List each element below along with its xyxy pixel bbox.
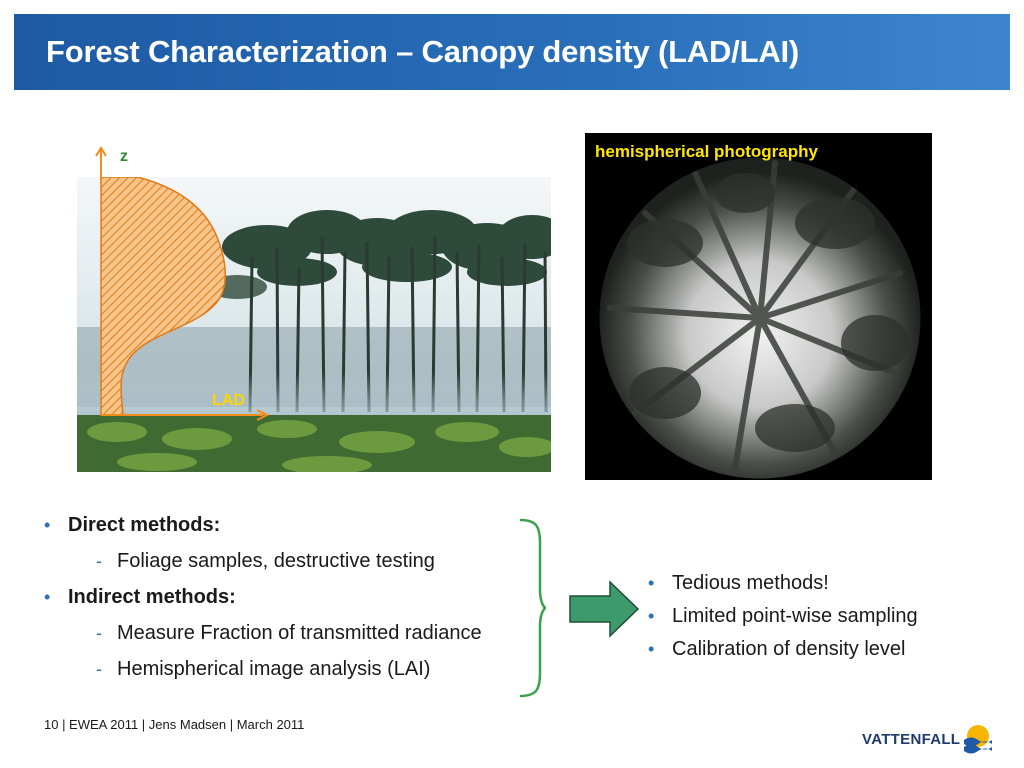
list-item-direct-methods: • Direct methods: bbox=[40, 510, 540, 546]
methods-list: • Direct methods: - Foliage samples, des… bbox=[40, 510, 540, 690]
list-item-text: Tedious methods! bbox=[672, 572, 829, 594]
list-item-calibration: • Calibration of density level bbox=[648, 634, 1008, 667]
list-item-transmitted-radiance: - Measure Fraction of transmitted radian… bbox=[40, 618, 540, 654]
bullet-dash: - bbox=[96, 623, 102, 643]
list-item-tedious: • Tedious methods! bbox=[648, 568, 1008, 601]
hemispherical-illustration bbox=[596, 154, 924, 480]
forest-photo bbox=[77, 177, 551, 472]
lad-axis-label: LAD bbox=[212, 392, 245, 409]
list-item-text: Foliage samples, destructive testing bbox=[117, 550, 435, 572]
list-item-text: Limited point-wise sampling bbox=[672, 605, 918, 627]
bullet-dot: • bbox=[648, 606, 655, 626]
bullet-dot: • bbox=[44, 515, 51, 535]
list-item-foliage-samples: - Foliage samples, destructive testing bbox=[40, 546, 540, 582]
list-item-text: Calibration of density level bbox=[672, 638, 906, 660]
list-item-text: Indirect methods: bbox=[68, 586, 236, 608]
bullet-dot: • bbox=[648, 639, 655, 659]
bullet-dash: - bbox=[96, 551, 102, 571]
forest-illustration bbox=[77, 177, 551, 472]
logo-text: VATTENFALL bbox=[862, 731, 961, 748]
list-item-text: Hemispherical image analysis (LAI) bbox=[117, 658, 431, 680]
z-axis-label: z bbox=[120, 148, 128, 165]
right-arrow-icon bbox=[569, 580, 640, 638]
title-bar: Forest Characterization – Canopy density… bbox=[14, 14, 1010, 90]
drawbacks-list: • Tedious methods! • Limited point-wise … bbox=[648, 568, 1008, 667]
z-axis-arrow bbox=[95, 146, 107, 180]
hemispherical-photo bbox=[585, 133, 932, 480]
curly-brace bbox=[519, 518, 547, 698]
hemispherical-photo-label: hemispherical photography bbox=[595, 142, 818, 161]
bullet-dot: • bbox=[648, 573, 655, 593]
sun-wave-icon bbox=[964, 725, 992, 754]
slide-title: Forest Characterization – Canopy density… bbox=[46, 34, 800, 69]
list-item-limited-sampling: • Limited point-wise sampling bbox=[648, 601, 1008, 634]
list-item-text: Direct methods: bbox=[68, 514, 221, 536]
bullet-dot: • bbox=[44, 587, 51, 607]
bullet-dash: - bbox=[96, 659, 102, 679]
list-item-indirect-methods: • Indirect methods: bbox=[40, 582, 540, 618]
slide-footer: 10 | EWEA 2011 | Jens Madsen | March 201… bbox=[44, 717, 305, 732]
list-item-text: Measure Fraction of transmitted radiance bbox=[117, 622, 482, 644]
list-item-hemispherical-analysis: - Hemispherical image analysis (LAI) bbox=[40, 654, 540, 690]
